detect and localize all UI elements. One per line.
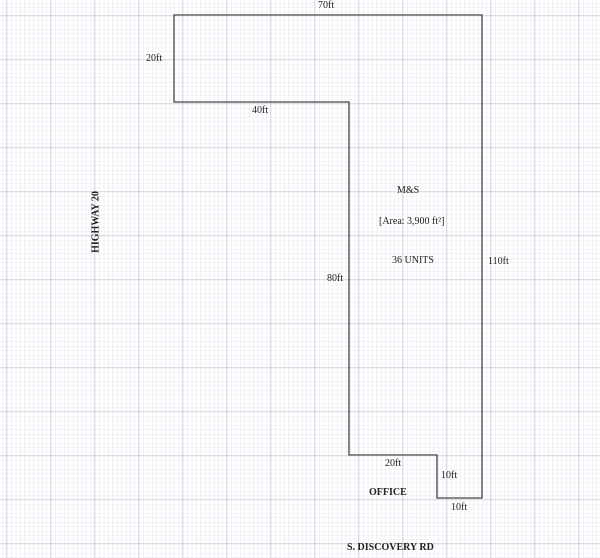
office-label: OFFICE xyxy=(369,487,407,498)
dimension-left-upper: 20ft xyxy=(146,53,163,64)
dimension-right: 110ft xyxy=(488,256,509,267)
dimension-inner-vertical: 80ft xyxy=(327,273,344,284)
building-outline xyxy=(173,14,483,499)
road-label-west: HIGHWAY 20 xyxy=(90,191,102,253)
building-area: [Area: 3,900 ft²] xyxy=(379,216,445,227)
dimension-bottom-left: 20ft xyxy=(385,458,402,469)
building-name: M&S xyxy=(397,185,420,196)
building-units: 36 UNITS xyxy=(392,255,434,266)
dimension-bottom-right: 10ft xyxy=(451,502,468,513)
dimension-top: 70ft xyxy=(318,0,335,11)
road-label-south: S. DISCOVERY RD xyxy=(347,542,434,553)
dimension-notch-vertical: 10ft xyxy=(441,470,458,481)
dimension-inner-horizontal: 40ft xyxy=(252,105,269,116)
